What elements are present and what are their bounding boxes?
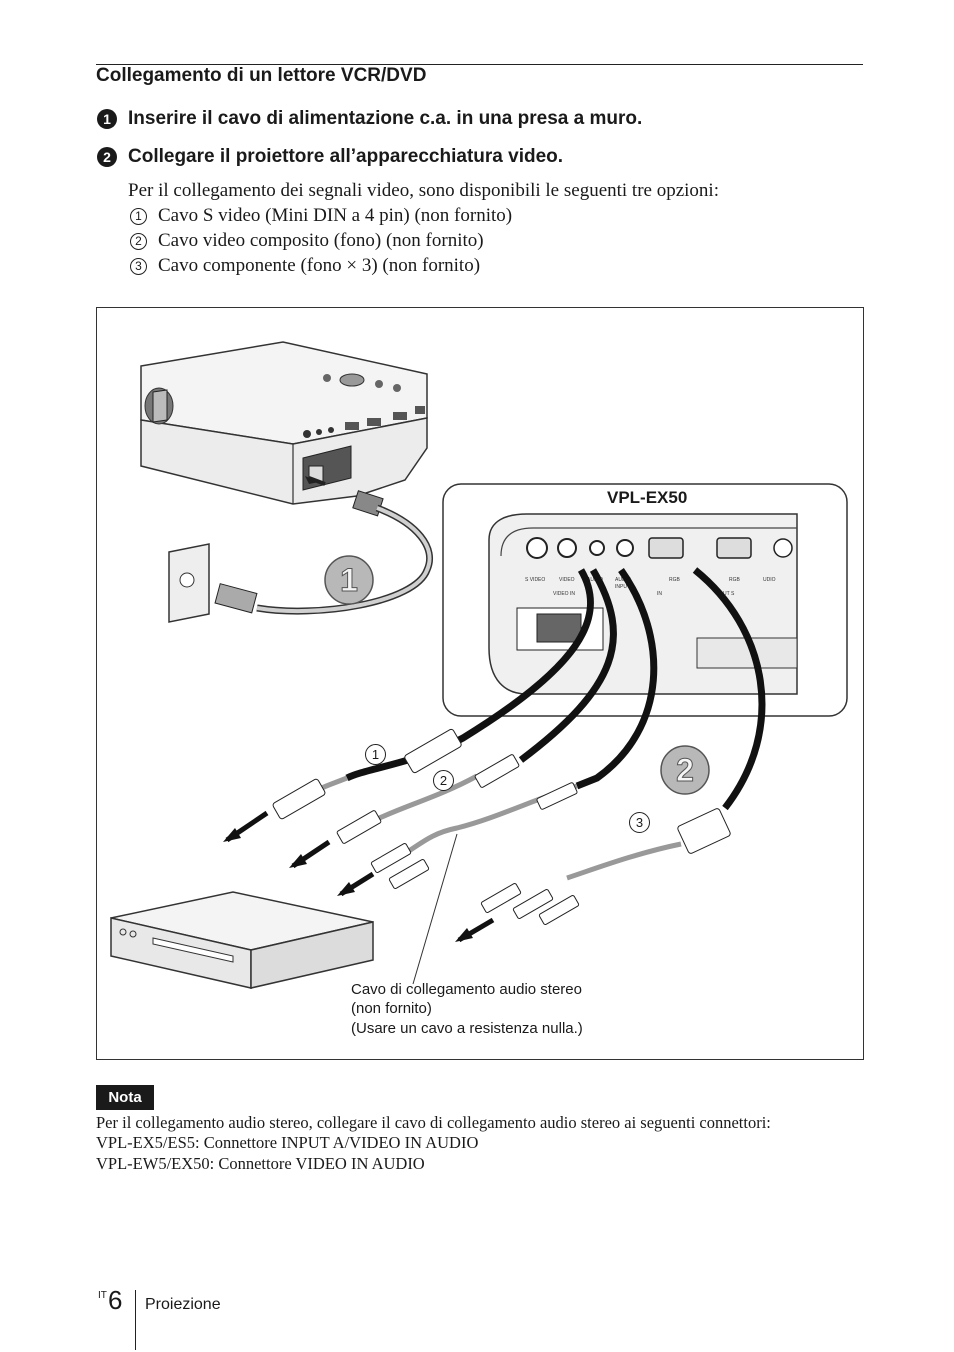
option-3-text: Cavo componente (fono × 3) (non fornito) bbox=[158, 255, 481, 276]
vcr-dvd-player-illustration bbox=[110, 891, 374, 989]
page-number: 6 bbox=[108, 1285, 123, 1315]
cable-3-component bbox=[455, 567, 766, 943]
svg-text:UT S: UT S bbox=[723, 591, 735, 597]
footer-language-code: IT bbox=[98, 1290, 107, 1301]
option-number-1: 1 bbox=[130, 207, 147, 225]
projector-illustration bbox=[140, 341, 428, 505]
step-1: 1 Inserire il cavo di alimentazione c.a.… bbox=[97, 108, 642, 130]
projector-panel-closeup: S VIDEO VIDEO AUDIO AUDIO RGB RGB UDIO V… bbox=[442, 483, 848, 717]
svg-text:VIDEO IN: VIDEO IN bbox=[553, 591, 575, 597]
option-number-3: 3 bbox=[130, 257, 147, 275]
intro-text: Per il collegamento dei segnali video, s… bbox=[128, 180, 719, 201]
option-3: 3 Cavo componente (fono × 3) (non fornit… bbox=[130, 255, 480, 277]
step-number-1: 1 bbox=[97, 109, 117, 129]
option-2: 2 Cavo video composito (fono) (non forni… bbox=[130, 230, 484, 252]
svg-text:RGB: RGB bbox=[729, 577, 741, 583]
svg-text:RGB: RGB bbox=[669, 577, 681, 583]
cable-1-s-video bbox=[223, 568, 594, 843]
cable-number-1: 1 bbox=[365, 744, 386, 765]
power-cable-illustration bbox=[214, 490, 433, 615]
cable-number-3: 3 bbox=[629, 812, 650, 833]
svg-text:AUDIO: AUDIO bbox=[615, 577, 631, 583]
step-1-text: Inserire il cavo di alimentazione c.a. i… bbox=[128, 108, 643, 129]
wall-outlet-illustration bbox=[168, 543, 210, 623]
step-2-text: Collegare il proiettore all’apparecchiat… bbox=[128, 146, 564, 167]
note-badge: Nota bbox=[96, 1085, 154, 1110]
svg-text:IN: IN bbox=[657, 591, 662, 597]
diagram-illustration: 1 S VIDEO VIDEO AUDIO AUDIO RGB RGB UDIO… bbox=[110, 341, 848, 989]
callout-line-2: (non fornito) bbox=[351, 1000, 432, 1017]
option-number-2: 2 bbox=[130, 232, 147, 250]
step-badge-1: 1 bbox=[324, 555, 374, 605]
callout-line-1: Cavo di collegamento audio stereo bbox=[351, 981, 582, 998]
step-badge-2: 2 bbox=[660, 745, 710, 795]
model-label: VPL-EX50 bbox=[607, 488, 688, 507]
cable-number-2: 2 bbox=[433, 770, 454, 791]
footer-divider bbox=[135, 1290, 136, 1350]
cable-audio-stereo bbox=[337, 567, 658, 985]
step-2: 2 Collegare il proiettore all’apparecchi… bbox=[97, 146, 563, 168]
section-rule bbox=[96, 64, 863, 65]
footer-section-name: Proiezione bbox=[145, 1296, 221, 1313]
svg-text:2: 2 bbox=[676, 752, 694, 788]
svg-text:UDIO: UDIO bbox=[763, 577, 776, 583]
option-1: 1 Cavo S video (Mini DIN a 4 pin) (non f… bbox=[130, 205, 512, 227]
cable-2-composite bbox=[289, 568, 617, 869]
step-number-2: 2 bbox=[97, 147, 117, 167]
section-title: Collegamento di un lettore VCR/DVD bbox=[96, 65, 427, 86]
note-line-3: VPL-EW5/EX50: Connettore VIDEO IN AUDIO bbox=[96, 1154, 425, 1173]
option-1-text: Cavo S video (Mini DIN a 4 pin) (non for… bbox=[158, 205, 513, 226]
svg-text:1: 1 bbox=[340, 562, 358, 598]
svg-text:INPUT: INPUT bbox=[615, 584, 630, 590]
option-2-text: Cavo video composito (fono) (non fornito… bbox=[158, 230, 484, 251]
connection-diagram: 1 S VIDEO VIDEO AUDIO AUDIO RGB RGB UDIO… bbox=[96, 307, 864, 1060]
svg-text:VIDEO: VIDEO bbox=[559, 577, 575, 583]
callout-line-3: (Usare un cavo a resistenza nulla.) bbox=[351, 1020, 583, 1037]
note-line-2: VPL-EX5/ES5: Connettore INPUT A/VIDEO IN… bbox=[96, 1133, 479, 1152]
note-line-1: Per il collegamento audio stereo, colleg… bbox=[96, 1113, 771, 1132]
svg-text:S VIDEO: S VIDEO bbox=[525, 577, 545, 583]
